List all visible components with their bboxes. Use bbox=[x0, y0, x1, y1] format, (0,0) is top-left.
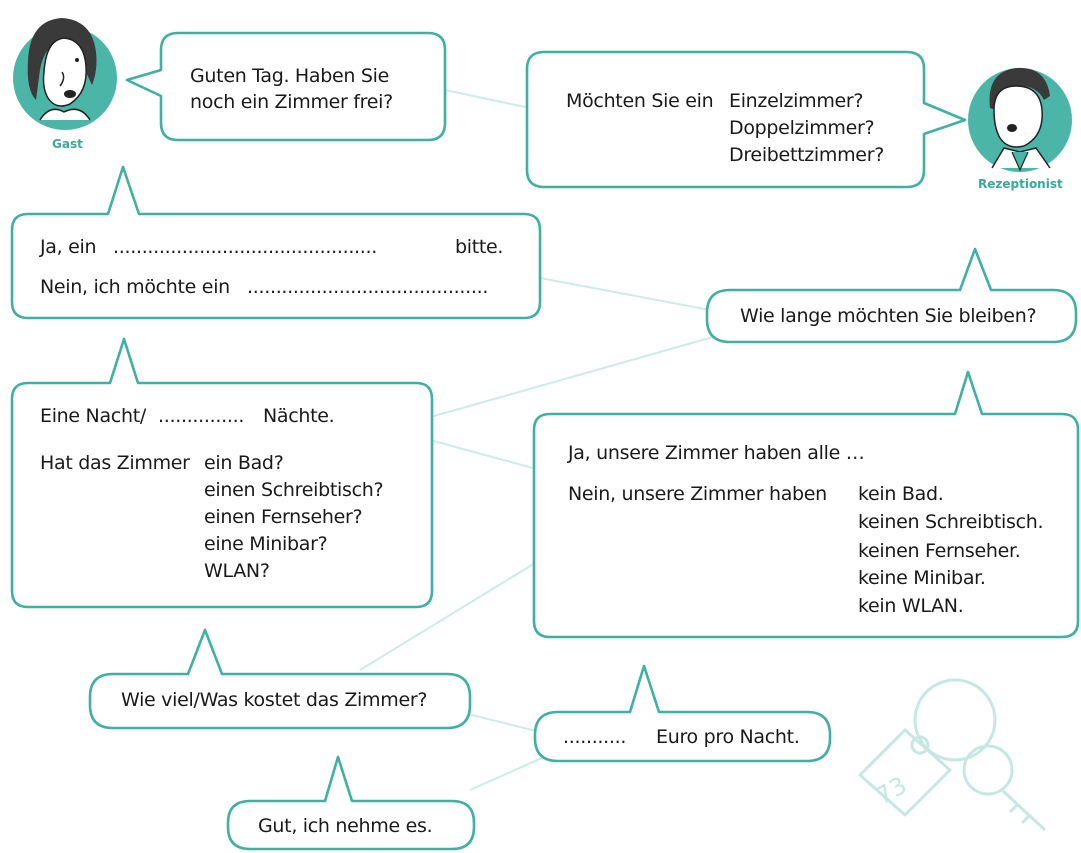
amenities-question-item: eine Minibar? bbox=[204, 533, 328, 555]
receptionist-avatar bbox=[968, 67, 1072, 172]
price-answer-bubble bbox=[533, 664, 832, 763]
greeting-line1: Guten Tag. Haben Sie bbox=[190, 65, 390, 87]
greeting-line2: noch ein Zimmer frei? bbox=[190, 91, 393, 113]
amenities-answer-item: keinen Schreibtisch. bbox=[858, 511, 1044, 533]
answer-line2-blank: ........................................… bbox=[247, 276, 489, 298]
room-type-prefix: Möchten Sie ein bbox=[566, 90, 714, 112]
price-answer-blank: ........... bbox=[563, 726, 627, 748]
key-decoration: 73 bbox=[858, 678, 1047, 832]
room-type-bubble bbox=[525, 50, 967, 189]
room-type-option: Dreibettzimmer? bbox=[729, 144, 884, 166]
receptionist-label: Rezeptionist bbox=[978, 177, 1063, 191]
nights-end: Nächte. bbox=[263, 405, 335, 427]
price-answer-text: Euro pro Nacht. bbox=[656, 726, 800, 748]
amenities-answer-yes: Ja, unsere Zimmer haben alle … bbox=[568, 442, 865, 464]
answer-line1-start: Ja, ein bbox=[40, 236, 97, 258]
greeting-bubble bbox=[125, 31, 447, 142]
amenities-question-item: einen Schreibtisch? bbox=[204, 479, 384, 501]
amenities-question-item: ein Bad? bbox=[204, 452, 284, 474]
amenities-answer-no-prefix: Nein, unsere Zimmer haben bbox=[568, 483, 827, 505]
accept-text: Gut, ich nehme es. bbox=[258, 815, 433, 837]
guest-label: Gast bbox=[52, 137, 83, 151]
amenities-question-prefix: Hat das Zimmer bbox=[40, 452, 190, 474]
answer-bubble bbox=[10, 165, 542, 320]
amenities-question-item: einen Fernseher? bbox=[204, 506, 363, 528]
nights-start: Eine Nacht/ bbox=[40, 405, 146, 427]
price-question-bubble bbox=[88, 628, 472, 730]
amenities-answer-bubble bbox=[532, 370, 1080, 639]
answer-line1-end: bitte. bbox=[455, 236, 504, 258]
nights-blank: ............... bbox=[158, 405, 245, 427]
duration-question: Wie lange möchten Sie bleiben? bbox=[740, 305, 1037, 327]
amenities-answer-item: kein WLAN. bbox=[858, 595, 964, 617]
room-type-option: Doppelzimmer? bbox=[729, 117, 875, 139]
accept-bubble bbox=[226, 755, 476, 851]
amenities-answer-item: kein Bad. bbox=[858, 483, 944, 505]
amenities-question-item: WLAN? bbox=[204, 560, 270, 582]
price-question: Wie viel/Was kostet das Zimmer? bbox=[121, 689, 428, 711]
amenities-question-bubble bbox=[10, 337, 434, 609]
connector-lines bbox=[359, 89, 721, 791]
answer-line2-start: Nein, ich möchte ein bbox=[40, 276, 230, 298]
key-tag-number: 73 bbox=[871, 771, 911, 811]
duration-bubble bbox=[705, 247, 1078, 344]
answer-line1-blank: ........................................… bbox=[113, 236, 378, 258]
amenities-answer-item: keinen Fernseher. bbox=[858, 540, 1021, 562]
guest-avatar bbox=[13, 18, 117, 130]
amenities-answer-item: keine Minibar. bbox=[858, 567, 986, 589]
room-type-option: Einzelzimmer? bbox=[729, 90, 864, 112]
